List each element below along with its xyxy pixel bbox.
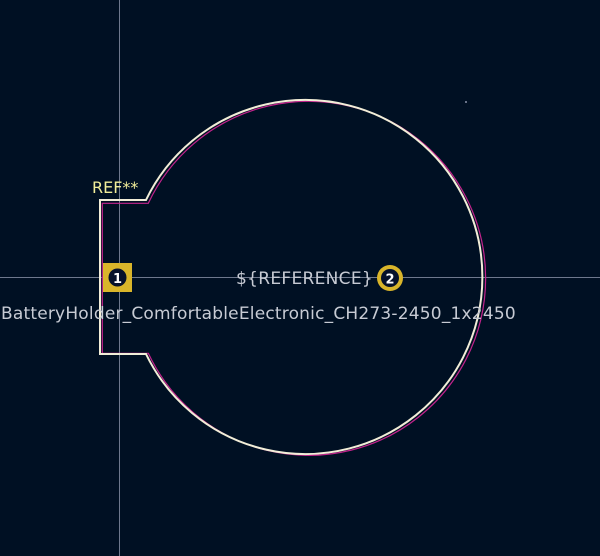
pad-1[interactable]: 1 (103, 263, 132, 292)
pad-2[interactable]: 2 (377, 265, 403, 291)
reference-field-text[interactable]: ${REFERENCE} (236, 269, 373, 289)
grid-origin-dot (465, 101, 467, 103)
pad-2-number: 2 (385, 273, 394, 288)
footprint-value-text[interactable]: BatteryHolder_ComfortableElectronic_CH27… (1, 304, 516, 324)
ref-designator-text[interactable]: REF** (92, 178, 138, 197)
pad-1-label-bg (108, 268, 127, 287)
pad-1-number: 1 (113, 272, 122, 287)
body-outline (99, 99, 484, 455)
pad-2-label-bg (381, 269, 399, 287)
